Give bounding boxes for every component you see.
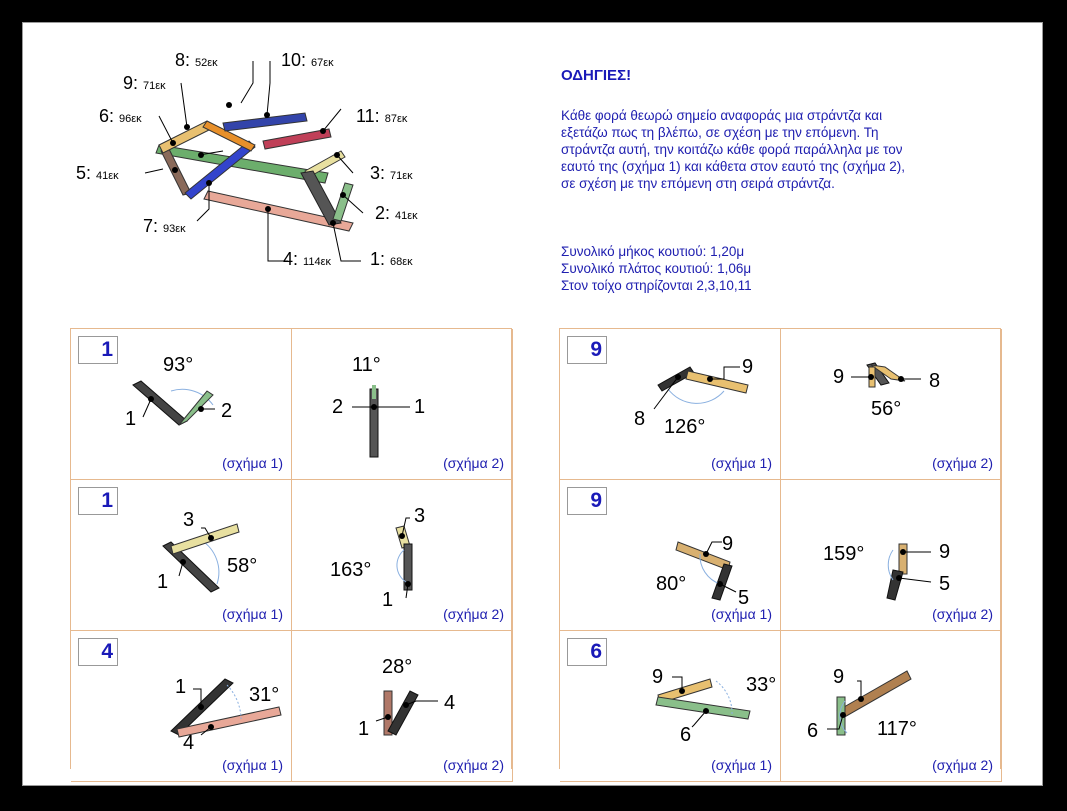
- bar-number: 4: [78, 638, 118, 666]
- svg-text:1: 1: [157, 571, 168, 593]
- svg-text:6: 6: [680, 724, 691, 746]
- bar-2: [332, 182, 354, 222]
- cell-r3-fig2: 9 6 117° (σχήμα 2): [781, 631, 1002, 782]
- svg-text:1: 1: [358, 718, 369, 740]
- label-10: 10: 67εκ: [281, 50, 334, 70]
- label-5: 5: 41εκ: [76, 163, 119, 183]
- cell-l2-fig1: 1 3 1 58° (σχήμα 1): [71, 480, 292, 631]
- svg-text:4: 4: [444, 692, 455, 714]
- svg-text:9: 9: [939, 541, 950, 563]
- cell-r2-fig1: 9 9 80° 5 (σχήμα 1): [560, 480, 781, 631]
- svg-text:117°: 117°: [877, 718, 917, 740]
- svg-text:31°: 31°: [249, 684, 279, 706]
- label-4: 4: 114εκ: [283, 249, 331, 269]
- cell-l1-fig1: 1 93° 1 2 (σχήμα 1): [71, 329, 292, 480]
- label-11: 11: 87εκ: [356, 106, 408, 126]
- cell-r2-fig2: 159° 9 5 (σχήμα 2): [781, 480, 1002, 631]
- svg-text:8: 8: [929, 370, 940, 392]
- svg-text:80°: 80°: [656, 573, 686, 595]
- label-1: 1: 68εκ: [370, 249, 413, 269]
- bar-number: 6: [567, 638, 607, 666]
- svg-text:3: 3: [414, 505, 425, 527]
- right-table: 9 9 8 126° (σχήμα 1) 9: [559, 328, 1002, 782]
- label-3: 3: 71εκ: [370, 163, 413, 183]
- svg-text:2: 2: [332, 396, 343, 418]
- svg-text:163°: 163°: [330, 559, 371, 581]
- overview-diagram: [144, 61, 364, 262]
- svg-text:9: 9: [722, 533, 733, 555]
- svg-text:93°: 93°: [163, 354, 193, 376]
- cell-l3-fig1: 4 1 4 31° (σχήμα 1): [71, 631, 292, 782]
- label-9: 9: 71εκ: [123, 73, 166, 93]
- svg-text:56°: 56°: [871, 398, 901, 420]
- left-table: 1 93° 1 2 (σχήμα 1) 11° 2 1: [70, 328, 513, 782]
- svg-text:4: 4: [183, 732, 194, 754]
- svg-text:8: 8: [634, 408, 645, 430]
- svg-text:1: 1: [125, 408, 136, 430]
- svg-text:58°: 58°: [227, 555, 257, 577]
- bar-number: 9: [567, 487, 607, 515]
- bar-8: [202, 120, 256, 152]
- cell-r1-fig2: 9 8 56° (σχήμα 2): [781, 329, 1002, 480]
- svg-text:1: 1: [414, 396, 425, 418]
- svg-text:9: 9: [652, 666, 663, 688]
- svg-text:2: 2: [221, 400, 232, 422]
- bar-10: [222, 112, 308, 132]
- bar-11: [262, 128, 332, 150]
- svg-text:11°: 11°: [352, 354, 381, 376]
- label-6: 6: 96εκ: [99, 106, 142, 126]
- cell-l3-fig2: 28° 4 1 (σχήμα 2): [292, 631, 513, 782]
- cell-r1-fig1: 9 9 8 126° (σχήμα 1): [560, 329, 781, 480]
- label-2: 2: 41εκ: [375, 203, 418, 223]
- svg-text:28°: 28°: [382, 656, 412, 678]
- svg-text:1: 1: [175, 676, 186, 698]
- svg-text:9: 9: [833, 366, 844, 388]
- svg-text:1: 1: [382, 589, 393, 611]
- svg-text:159°: 159°: [823, 543, 864, 565]
- svg-text:5: 5: [939, 573, 950, 595]
- svg-text:5: 5: [738, 587, 749, 609]
- bar-1: [300, 170, 342, 226]
- label-7: 7: 93εκ: [143, 216, 186, 236]
- svg-text:3: 3: [183, 509, 194, 531]
- bar-number: 1: [78, 487, 118, 515]
- bar-number: 1: [78, 336, 118, 364]
- bar-4: [203, 190, 354, 232]
- svg-text:126°: 126°: [664, 416, 705, 438]
- instructions-text: Κάθε φορά θεωρώ σημείο αναφοράς μια στρά…: [561, 108, 906, 191]
- instructions-title: ΟΔΗΓΙΕΣ!: [561, 67, 632, 84]
- svg-text:9: 9: [742, 356, 753, 378]
- svg-text:9: 9: [833, 666, 844, 688]
- label-8: 8: 52εκ: [175, 50, 218, 70]
- box-dimensions: Συνολικό μήκος κουτιού: 1,20μ Συνολικό π…: [561, 244, 752, 293]
- cell-l2-fig2: 3 163° 1 (σχήμα 2): [292, 480, 513, 631]
- bar-number: 9: [567, 336, 607, 364]
- cell-r3-fig1: 6 9 6 33° (σχήμα 1): [560, 631, 781, 782]
- svg-text:6: 6: [807, 720, 818, 742]
- svg-text:33°: 33°: [746, 674, 776, 696]
- instruction-sheet: 8: 52εκ 10: 67εκ 9: 71εκ 6: 96εκ 11: 87ε…: [22, 22, 1043, 786]
- bar-7: [184, 140, 256, 200]
- cell-l1-fig2: 11° 2 1 (σχήμα 2): [292, 329, 513, 480]
